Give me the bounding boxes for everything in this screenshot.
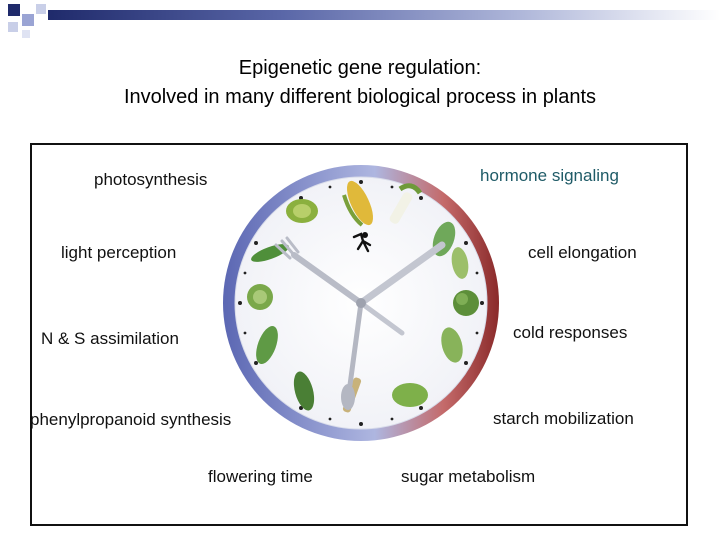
header-square: [8, 22, 18, 32]
label-flowering-time: flowering time: [208, 467, 313, 486]
vegetable-leek-icon: [389, 183, 423, 224]
label-light-perception: light perception: [61, 243, 177, 262]
label-phenylpropanoid-synthesis: phenylpropanoid synthesis: [30, 410, 232, 429]
label-sugar-metabolism: sugar metabolism: [401, 467, 536, 486]
vegetable-leaf-lettuce-icon: [392, 383, 428, 407]
vegetable-cabbage-icon: [247, 284, 273, 310]
slide-header-decoration: [0, 0, 720, 44]
header-gradient-bar: [48, 10, 720, 20]
header-square: [22, 30, 30, 38]
header-square: [36, 4, 46, 14]
header-square: [22, 14, 34, 26]
slide-title: Epigenetic gene regulation: Involved in …: [0, 54, 720, 112]
title-line-2: Involved in many different biological pr…: [123, 86, 597, 108]
plate-clock-illustration: [223, 165, 499, 441]
label-hormone-signaling: hormone signaling: [480, 166, 619, 185]
clock-minute-dots: [238, 180, 484, 426]
label-cold-responses: cold responses: [513, 323, 628, 342]
vegetable-romaine-icon: [256, 325, 278, 365]
vegetable-chard-icon: [293, 371, 315, 411]
vegetable-corn-icon: [342, 180, 374, 227]
vegetable-lettuce-icon: [441, 327, 463, 363]
label-cell-elongation: cell elongation: [528, 243, 637, 262]
label-starch-mobilization: starch mobilization: [493, 409, 634, 428]
fork-hand-icon: [274, 236, 364, 306]
runner-icon: [352, 232, 372, 253]
knife-hand-icon: [357, 241, 446, 336]
header-square: [8, 4, 20, 16]
vegetable-leaf-icon: [451, 247, 469, 279]
figure-panel: photosynthesis hormone signaling light p…: [30, 143, 688, 526]
title-line-1: Epigenetic gene regulation:: [238, 57, 482, 79]
spoon-hand-icon: [341, 300, 364, 410]
vegetable-broccoli-icon: [453, 290, 479, 316]
label-photosynthesis: photosynthesis: [94, 170, 208, 189]
clock-center-pin: [356, 298, 366, 308]
vegetable-bok-choy-icon: [286, 199, 318, 223]
label-ns-assimilation: N & S assimilation: [41, 329, 179, 348]
